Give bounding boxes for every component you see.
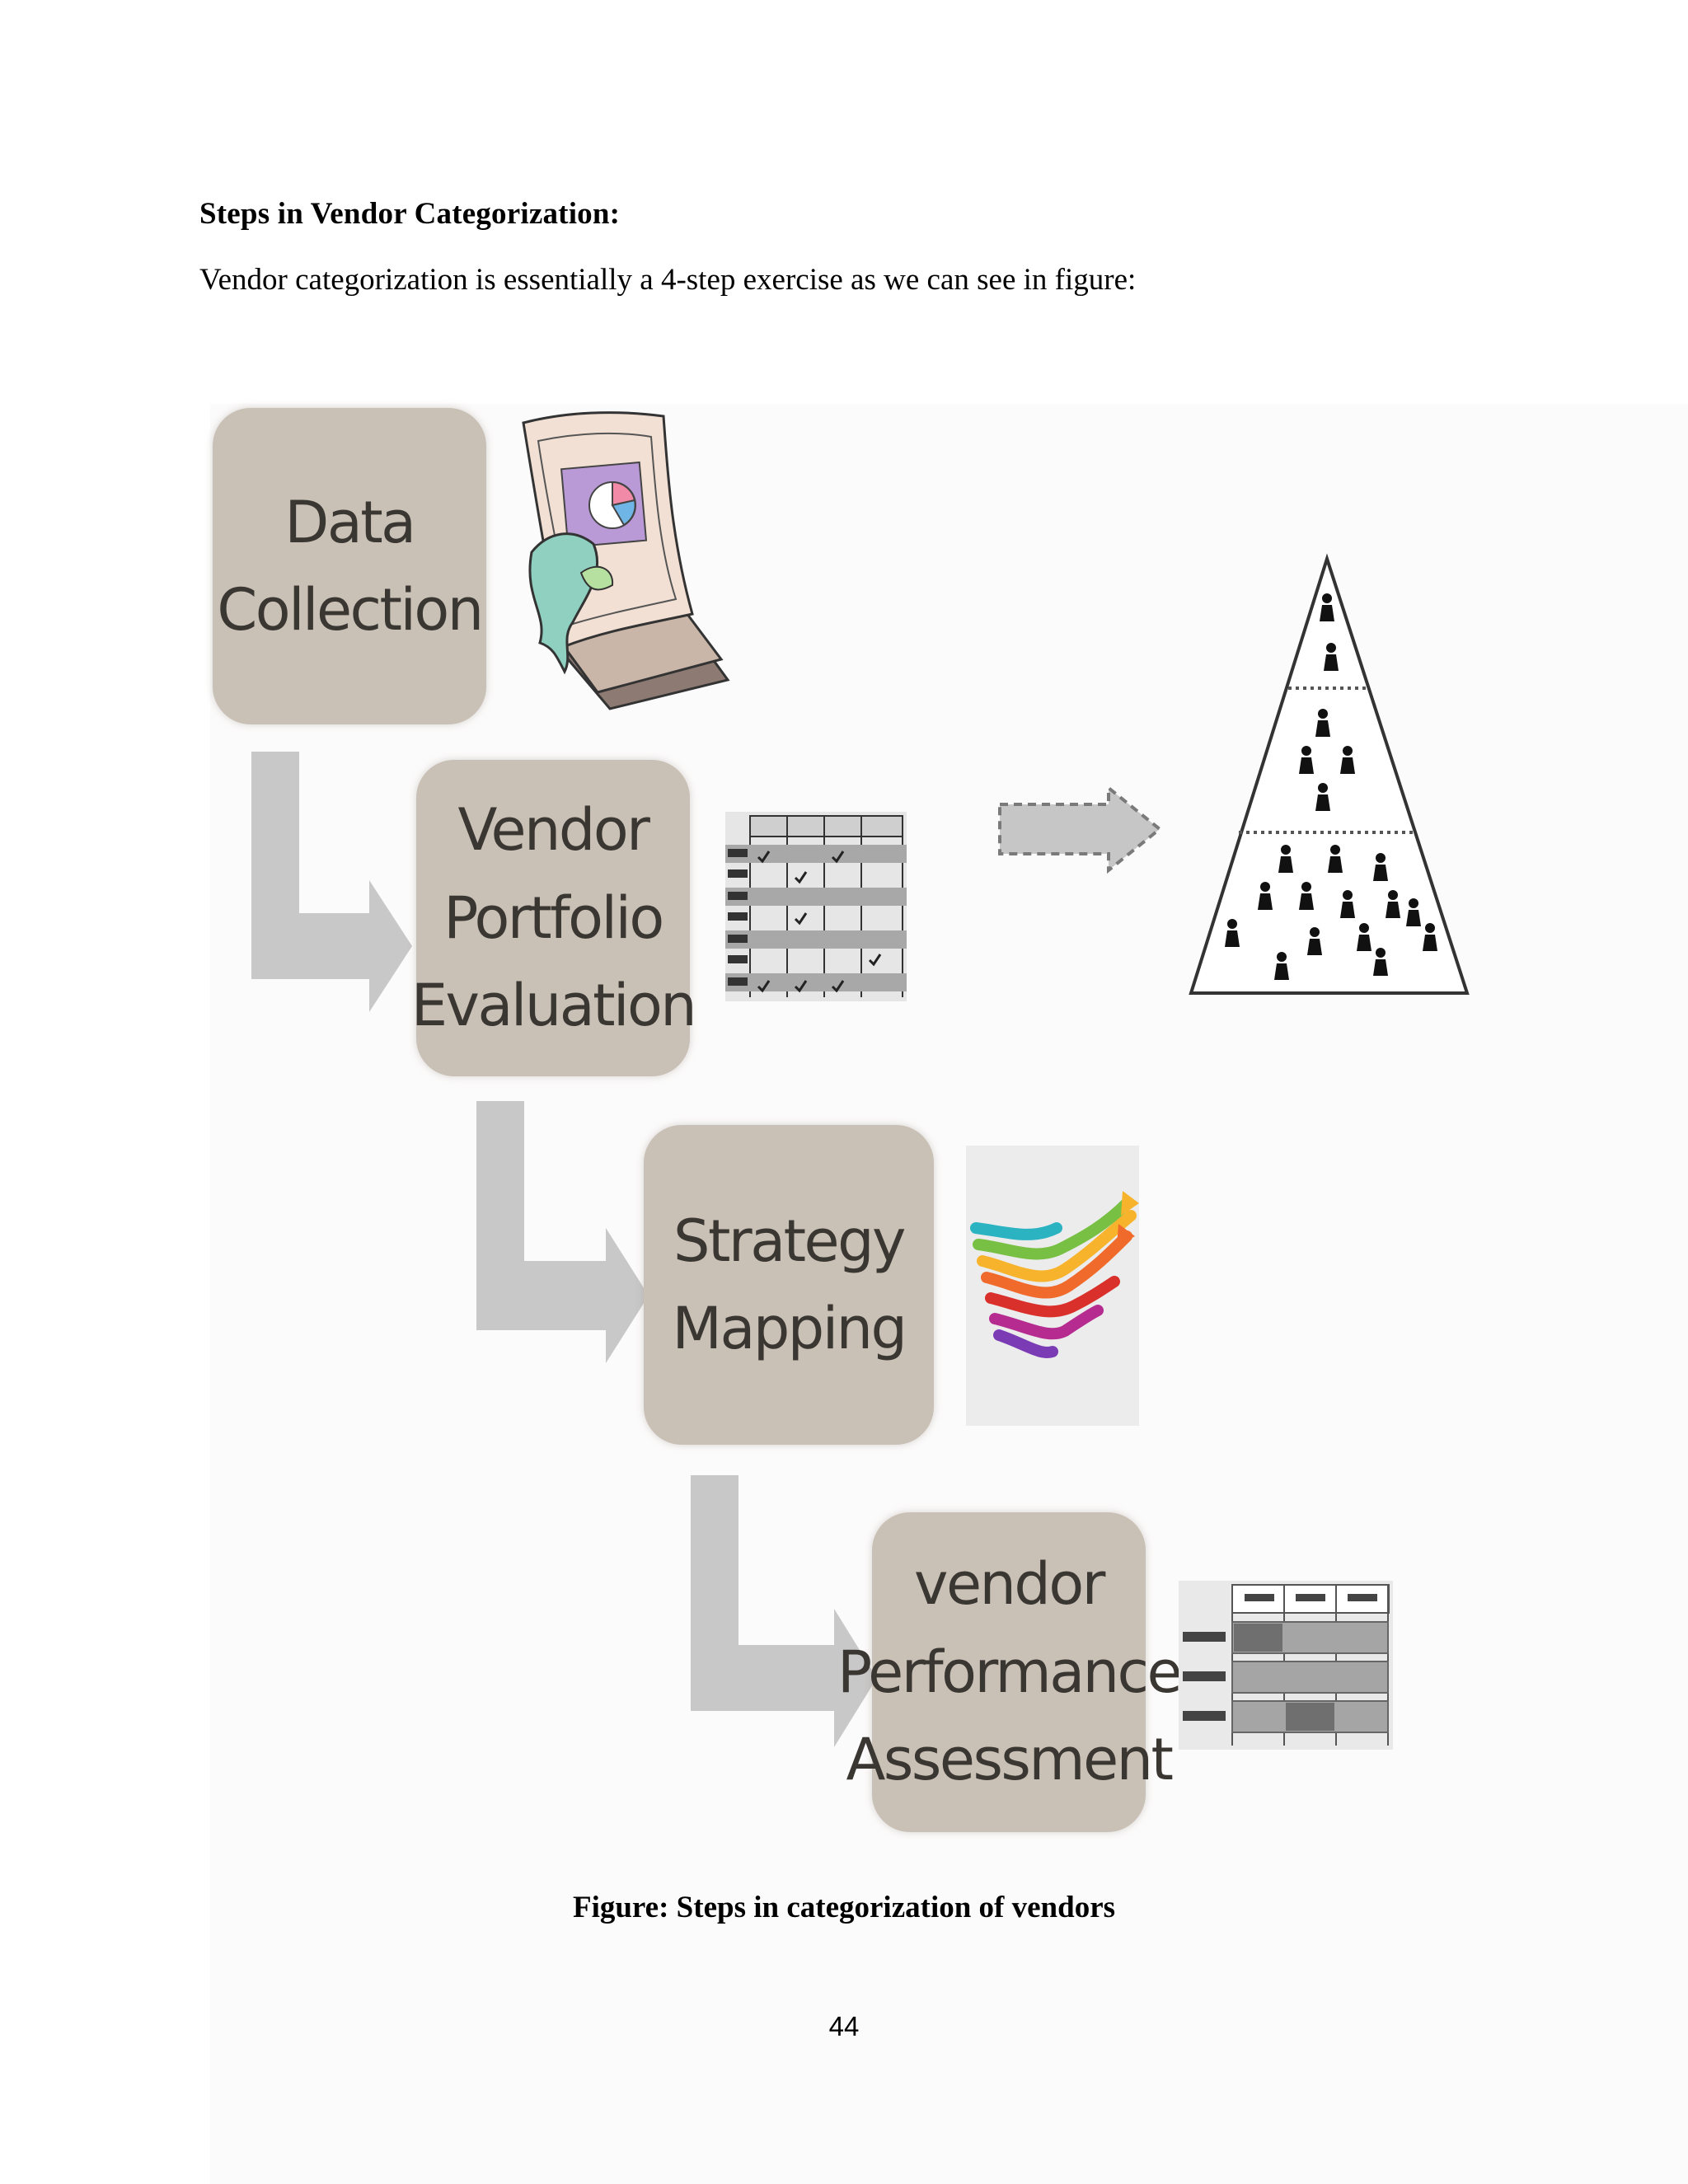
person-icon: [1299, 746, 1314, 774]
figure-caption: Figure: Steps in categorization of vendo…: [572, 1891, 1116, 1924]
performance-table-icon: [1179, 1581, 1393, 1750]
person-icon: [1307, 927, 1322, 955]
vendor-pyramid-icon: [1189, 553, 1470, 995]
person-icon: [1406, 898, 1421, 926]
person-icon: [1357, 923, 1372, 951]
step-label: Performance: [837, 1638, 1183, 1706]
person-icon: [1225, 919, 1240, 947]
person-icon: [1278, 845, 1293, 873]
person-icon: [1373, 853, 1388, 881]
step-label: Assessment: [846, 1726, 1174, 1794]
person-icon: [1320, 593, 1334, 621]
person-icon: [1324, 643, 1339, 671]
step-label: Data: [284, 488, 416, 556]
block-arrow-icon: [998, 784, 1163, 874]
step-label: Evaluation: [410, 972, 697, 1040]
intro-paragraph: Vendor categorization is essentially a 4…: [199, 263, 1137, 297]
step-label: vendor: [914, 1550, 1105, 1619]
step-label: Collection: [217, 576, 484, 644]
strategy-arrows-icon: [966, 1146, 1139, 1426]
page-number: 44: [828, 2011, 860, 2041]
step-label: Strategy: [673, 1207, 906, 1275]
step-box-data-collection: Data Collection: [213, 408, 486, 724]
step-label: Portfolio: [443, 883, 664, 952]
connector-arrow-1: [251, 752, 412, 1012]
person-icon: [1315, 783, 1330, 811]
connector-arrow-3: [691, 1475, 877, 1747]
step-box-vendor-performance-assessment: vendor Performance Assessment: [837, 1512, 1183, 1832]
person-icon: [1340, 746, 1355, 774]
step-label: Mapping: [672, 1295, 907, 1362]
vendor-table-icon: [725, 812, 907, 1001]
person-icon: [1315, 709, 1330, 737]
person-icon: [1373, 948, 1388, 976]
person-icon: [1328, 845, 1343, 873]
connector-arrow-2: [476, 1101, 649, 1363]
person-icon: [1340, 890, 1355, 918]
document-chart-icon: [522, 411, 730, 710]
person-icon: [1258, 882, 1273, 910]
person-icon: [1423, 923, 1437, 951]
step-label: Vendor: [457, 796, 650, 865]
person-icon: [1386, 890, 1400, 918]
person-icon: [1299, 882, 1314, 910]
step-box-vendor-portfolio-evaluation: Vendor Portfolio Evaluation: [411, 760, 697, 1076]
person-icon: [1274, 952, 1289, 980]
step-box-strategy-mapping: Strategy Mapping: [644, 1125, 934, 1445]
section-heading: Steps in Vendor Categorization:: [199, 197, 621, 231]
